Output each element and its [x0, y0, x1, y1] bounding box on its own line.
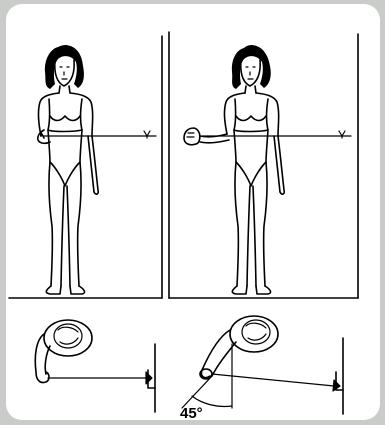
- shoulder-rotation-illustration: 45°: [6, 4, 380, 420]
- top-view-neutral: [35, 320, 155, 412]
- standing-figure-neutral: [38, 45, 156, 294]
- top-view-rotated: 45°: [180, 316, 343, 420]
- standing-figure-rotated: [184, 45, 351, 294]
- illustration-card: 45°: [6, 4, 380, 420]
- left-panel-frame: [9, 36, 162, 298]
- angle-label: 45°: [180, 405, 203, 420]
